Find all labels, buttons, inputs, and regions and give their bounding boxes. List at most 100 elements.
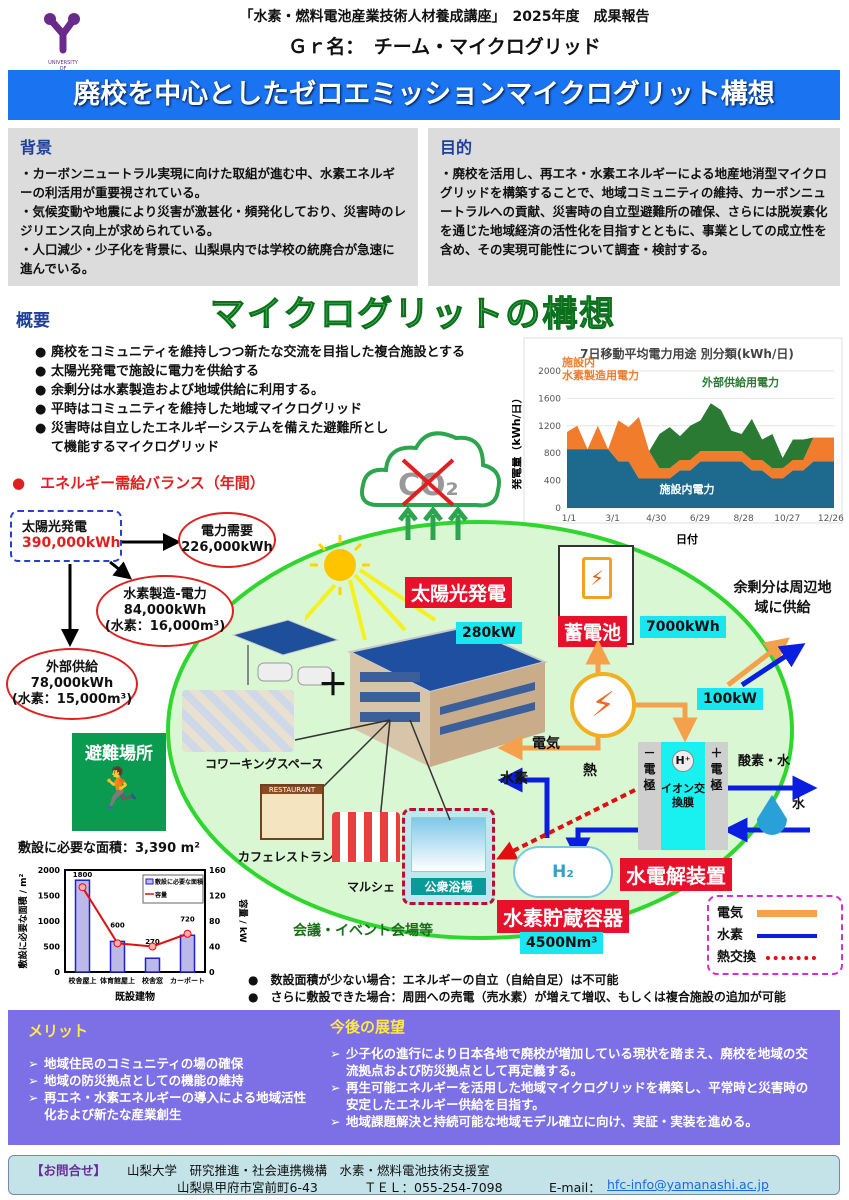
ext-value: 78,000kWh (30, 676, 114, 691)
legend-label: 電気 (717, 906, 744, 921)
contact-org: 山梨大学 研究推進・社会連携機構 水素・燃料電池技術支援室 (127, 1163, 490, 1178)
contact-email-label: E-mail： (549, 1180, 601, 1195)
area-bar (144, 957, 161, 973)
energy-flow-arrows (496, 637, 818, 860)
coworking-label: コワーキングスペース (205, 757, 324, 771)
chart-title: 7日移動平均電力用途 別分類(kWh/日) (580, 346, 794, 361)
co2-cloud-icon: CO₂ (360, 431, 501, 540)
note-item: ● さらに敷設できた場合：周囲への売電（売水素）が増えて増収、もしくは複合施設の… (248, 990, 786, 1004)
surplus-text: 余剰分は周辺地域に供給 (733, 580, 832, 616)
notes: ● 数設面積が少ない場合：エネルギーの自立（自給自足）は不可能 ● さらに敷設で… (248, 972, 786, 1006)
contact-email-link[interactable]: hfc-info@yamanashi.ac.jp (607, 1177, 769, 1192)
x-tick-label: 3/1 (605, 514, 619, 524)
tank-capacity: 4500Nm³ (520, 932, 604, 954)
y-tick-label: 1200 (538, 422, 561, 432)
bath-icon (411, 817, 486, 872)
legend-electricity: 電気 (717, 903, 833, 925)
purpose-item: ・廃校を活用し、再エネ・水素エネルギーによる地産地消型マイクログリッドを構築する… (440, 166, 828, 257)
annotation-facility: 施設内電力 (660, 482, 715, 496)
area-series-1 (567, 449, 834, 508)
x-tick-label: 12/26 (818, 514, 844, 524)
legend-heat: 熱交換 (717, 947, 833, 969)
future-heading: 今後の展望 (330, 1018, 406, 1036)
overview-bullets: 廃校をコミュニティを維持しつつ新たな交流を目指した複合施設とする 太陽光発電で施… (35, 343, 505, 457)
water-label: 水 (792, 797, 806, 812)
area-title: 敷設に必要な面積：3,390 m² (18, 841, 200, 856)
x-tick-label: 校舎屋上 (69, 976, 97, 985)
course-header: 「水素・燃料電池産業技術人材養成講座」 2025年度 成果報告 (239, 9, 650, 25)
x-axis-label: 既設建物 (115, 990, 155, 1003)
power-usage-chart: 7日移動平均電力用途 別分類(kWh/日)0400800120016002000… (512, 337, 844, 546)
capacity-point (183, 929, 192, 938)
balance-heading-text: エネルギー需給バランス（年間） (40, 474, 265, 492)
group-name: Ｇｒ名： チーム・マイクログリッド (288, 36, 601, 58)
capacity-line (81, 886, 188, 948)
y-tick-label: 0 (54, 968, 60, 977)
x-tick-label: 8/28 (733, 514, 753, 524)
solar-label: 太陽光発電 (405, 577, 513, 608)
annotation-external: 外部供給用電力 (701, 375, 779, 389)
x-tick-label: 4/30 (646, 514, 666, 524)
annotation-hydrogen: 施設内水素製造用電力 (562, 355, 639, 382)
tank-label: 水素貯蔵容器 (497, 900, 629, 933)
restaurant-icon: RESTAURANT (260, 784, 324, 840)
area-series-3 (567, 403, 834, 469)
demand-value: 226,000kWh (181, 540, 273, 555)
flow-legend: 電気 水素 熱交換 (707, 895, 843, 975)
bar-value-label: 270 (145, 938, 160, 946)
legend-label: 熱交換 (717, 950, 757, 965)
y-axis-label: 敷設に必要な面積 / m² (17, 874, 29, 969)
electrolyzer-capacity: 100kW (697, 688, 763, 710)
electrolyzer-cell: － 電 極 H⁺ イオン交換膜 ＋ 電 極 (638, 742, 728, 850)
capacity-point (148, 942, 157, 951)
note-item: ● 数設面積が少ない場合：エネルギーの自立（自給自足）は不可能 (248, 973, 619, 987)
y2-tick-label: 0 (209, 968, 215, 977)
legend-label: 容量 (154, 891, 167, 899)
overview-heading: 概要 (16, 311, 50, 331)
solar-total-box: 太陽光発電 390,000kWh (10, 510, 122, 562)
y2-tick-label: 160 (209, 866, 226, 875)
note-text: 数設面積が少ない場合：エネルギーの自立（自給自足）は不可能 (270, 973, 619, 987)
hydrogen-ion-icon: H⁺ (672, 750, 694, 772)
purpose-heading: 目的 (440, 138, 473, 157)
marche-label: マルシェ (347, 880, 396, 894)
area-bar (74, 879, 91, 973)
balance-heading: ● エネルギー需給バランス（年間） (12, 472, 265, 493)
hydrogen-label: 水素 (500, 771, 528, 787)
future-item: 地域課題解決と持続可能な地域モデル確立に向け、実証・実装を進める。 (330, 1113, 820, 1130)
area-series-2 (567, 416, 834, 479)
solar-capacity: 280kW (456, 622, 522, 644)
restaurant-label: カフェレストラン (238, 850, 335, 864)
y2-tick-label: 40 (209, 943, 221, 952)
x-tick-label: 1/1 (562, 514, 576, 524)
note-text: さらに敷設できた場合：周囲への売電（売水素）が増えて増収、もしくは複合施設の追加… (270, 990, 786, 1004)
purpose-box: 目的 ・廃校を活用し、再エネ・水素エネルギーによる地産地消型マイクログリッドを構… (428, 128, 840, 286)
co2-text: CO₂ (398, 468, 459, 503)
background-item: ・気候変動や地震により災害が激甚化・頻発化しており、災害時のレジリエンス向上が求… (20, 204, 407, 238)
hydrogen-tank-icon: H₂ (513, 846, 613, 898)
page-title: 廃校を中心としたゼロエミッションマイクログリット構想 (8, 70, 840, 120)
contact-footer: 【お問合せ】 山梨大学 研究推進・社会連携機構 水素・燃料電池技術支援室 山梨県… (8, 1155, 840, 1195)
ext-sub: (水素：15,000m³) (11, 692, 133, 707)
y-tick-label: 1500 (38, 892, 61, 901)
x-tick-label: 体育館屋上 (100, 976, 135, 985)
y-axis-label: 発電量（kWh/日） (512, 392, 523, 490)
overview-bullet: 太陽光発電で施設に電力を供給する (35, 362, 505, 381)
marche-icon (332, 812, 400, 862)
y2-axis-label: 容量 / kW (237, 898, 249, 943)
legend-label: 敷設に必要な面積 (155, 878, 204, 886)
legend-swatch-bar (145, 878, 154, 885)
merit-item: 地域の防災拠点としての機能の維持 (28, 1072, 318, 1089)
solar-total-label: 太陽光発電 (22, 520, 88, 535)
contact-label: 【お問合せ】 (31, 1163, 107, 1178)
background-heading: 背景 (20, 138, 53, 157)
heat-label: 熱 (583, 763, 597, 779)
ext-label: 外部供給 (45, 660, 98, 675)
sun-icon (305, 535, 437, 641)
h2-label: 水素製造-電力 (123, 587, 207, 602)
overview-bullet: 災害時は自立したエネルギーシステムを備えた避難所として機能するマイクログリッド (35, 419, 395, 457)
microgrid-title: マイクログリットの構想 (209, 295, 617, 336)
legend-hydrogen: 水素 (717, 925, 833, 947)
y-tick-label: 400 (544, 477, 561, 487)
contact-address: 山梨県甲府市宮前町6-43 (177, 1180, 318, 1195)
